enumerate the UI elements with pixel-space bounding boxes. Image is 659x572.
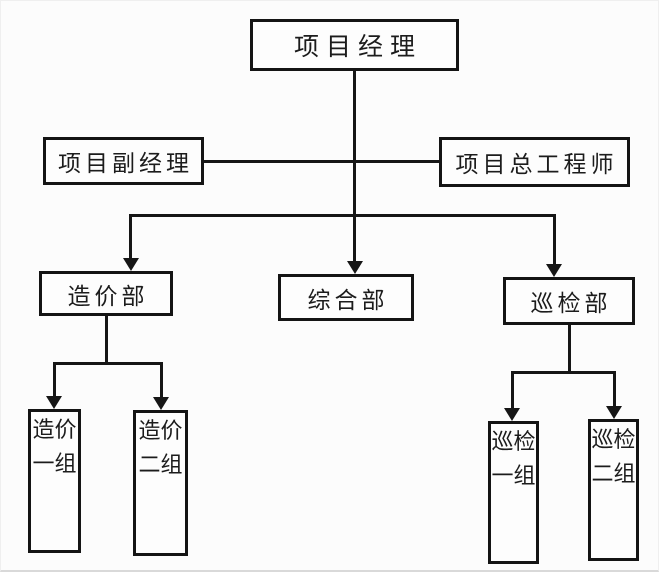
connector-drop-inspection-group2	[613, 371, 616, 408]
arrowhead-cost-icon	[123, 258, 139, 271]
connector-drop-inspection	[553, 214, 556, 267]
node-deputy-project-manager-label: 项目副经理	[58, 150, 193, 176]
node-project-manager: 项目经理	[250, 19, 459, 71]
arrowhead-inspection-group1-icon	[504, 408, 520, 421]
arrowhead-inspection-icon	[546, 264, 562, 277]
connector-drop-cost-group1	[53, 362, 56, 399]
node-project-manager-label: 项目经理	[293, 33, 422, 61]
node-chief-engineer: 项目总工程师	[439, 137, 630, 187]
arrowhead-general-icon	[347, 261, 363, 274]
connector-staff-bar	[204, 160, 439, 163]
connector-distribution-bar	[129, 214, 556, 217]
node-inspection-department-label: 巡检部	[530, 290, 612, 316]
connector-drop-cost	[129, 214, 132, 261]
node-inspection-group-2-label: 巡检二组	[591, 427, 636, 486]
node-inspection-department: 巡检部	[503, 277, 635, 325]
node-general-department-label: 综合部	[307, 286, 389, 313]
node-inspection-group-1-label: 巡检一组	[491, 429, 536, 488]
node-chief-engineer-label: 项目总工程师	[455, 151, 618, 177]
node-inspection-group-2: 巡检二组	[588, 419, 639, 561]
connector-cost-stem	[105, 316, 108, 365]
connector-root-stem	[353, 71, 356, 217]
connector-inspection-bar	[511, 371, 616, 374]
arrowhead-cost-group1-icon	[46, 396, 62, 409]
node-cost-group-2: 造价二组	[133, 410, 188, 556]
connector-inspection-stem	[568, 325, 571, 374]
connector-drop-general	[353, 214, 356, 264]
connector-cost-bar	[53, 362, 163, 365]
node-general-department: 综合部	[278, 274, 414, 321]
connector-drop-inspection-group1	[511, 371, 514, 410]
node-cost-department-label: 造价部	[67, 282, 149, 309]
node-cost-group-1-label: 造价一组	[32, 417, 77, 476]
arrowhead-cost-group2-icon	[153, 397, 169, 410]
node-cost-department: 造价部	[39, 271, 173, 316]
arrowhead-inspection-group2-icon	[606, 406, 622, 419]
node-deputy-project-manager: 项目副经理	[43, 137, 204, 185]
node-cost-group-2-label: 造价二组	[138, 418, 183, 477]
node-cost-group-1: 造价一组	[28, 409, 81, 553]
node-inspection-group-1: 巡检一组	[488, 421, 539, 564]
connector-drop-cost-group2	[160, 362, 163, 400]
